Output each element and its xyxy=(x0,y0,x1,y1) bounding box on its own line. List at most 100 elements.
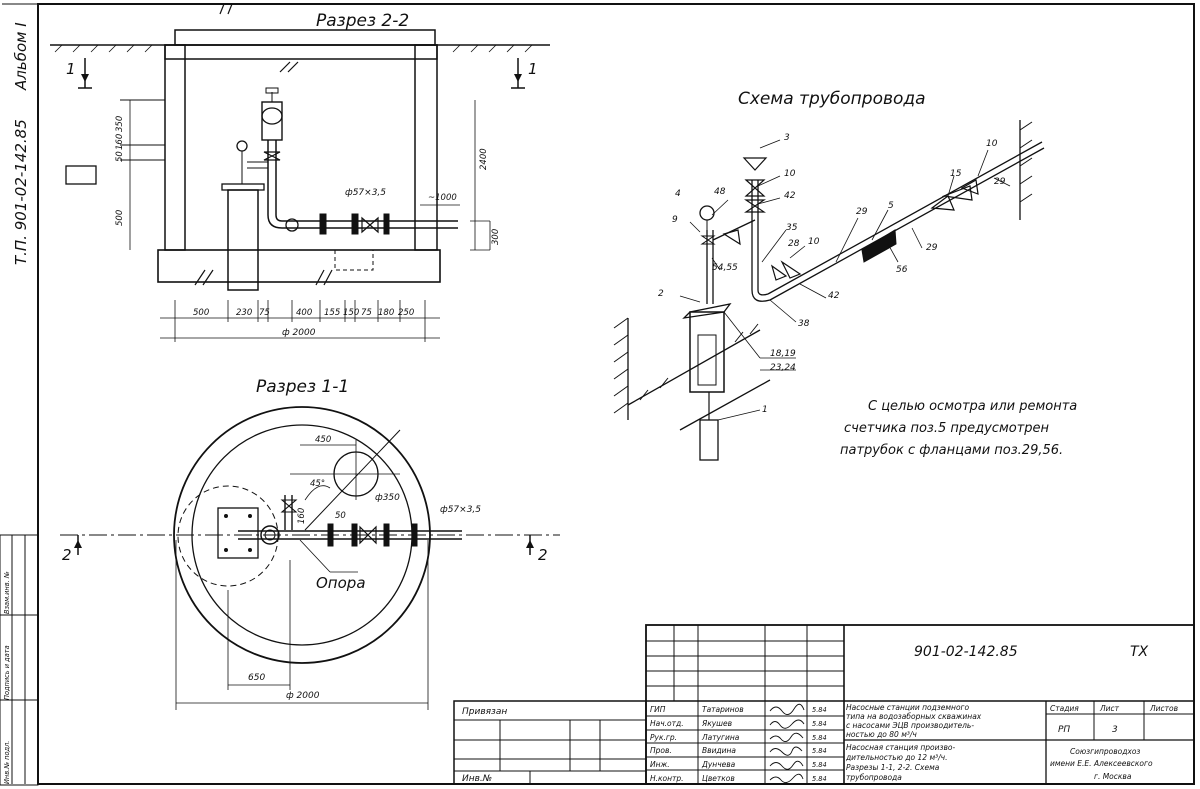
scheme-label-2: 2 xyxy=(658,289,664,299)
section-1-1: Разрез 1-1 xyxy=(60,377,560,710)
sheet-name: Насосная станция произво- дительностью д… xyxy=(845,743,955,782)
piping-scheme xyxy=(613,120,1045,461)
object-name: Насосные станции подземного типа на водо… xyxy=(846,703,982,739)
org-line-1: Союзгипроводхоз xyxy=(1070,747,1140,756)
scheme-label-9: 9 xyxy=(672,215,678,225)
title-block xyxy=(453,624,1195,785)
title-block-signatures xyxy=(769,703,805,783)
scheme-label-29b: 29 xyxy=(994,177,1006,187)
title-block-dates: 5.84 5.84 5.84 5.84 5.84 5.84 xyxy=(812,706,827,783)
scheme-label-3: 3 xyxy=(784,133,790,143)
dim-450: 450 xyxy=(315,435,331,445)
name-1: Татаринов xyxy=(702,705,744,714)
dim-vertical-350: 350 xyxy=(115,116,125,132)
sheet-label: Лист xyxy=(1099,704,1120,713)
date-6: 5.84 xyxy=(812,775,827,783)
title-block-names: Татаринов Якушев Латугина Ввидина Дунчев… xyxy=(701,705,744,783)
section-1-1-marker-left: 2 xyxy=(62,546,72,564)
scheme-label-1: 1 xyxy=(762,405,768,415)
dim-bottom-230: 230 xyxy=(236,308,252,318)
object-name-line-1: Насосные станции подземного xyxy=(846,703,969,712)
sheet-name-line-4: трубопровода xyxy=(846,773,902,782)
dim-vertical-160: 160 xyxy=(115,134,125,150)
inv-no-label: Инв.№ xyxy=(462,774,492,784)
section-2-2-marker-left: 1 xyxy=(66,60,76,78)
date-5: 5.84 xyxy=(812,761,827,769)
dim-vertical-500: 500 xyxy=(115,210,125,226)
scheme-label-35: 35 xyxy=(786,223,798,233)
object-name-line-2: типа на водозаборных скважинах xyxy=(846,712,982,721)
scheme-label-56: 56 xyxy=(896,265,908,275)
org-line-3: г. Москва xyxy=(1094,772,1132,781)
section-2-2-title: Разрез 2-2 xyxy=(316,11,409,31)
stage-value: РП xyxy=(1058,725,1070,735)
date-3: 5.84 xyxy=(812,734,827,742)
project-code-vertical: Т.П. 901-02-142.85 xyxy=(12,119,30,265)
date-2: 5.84 xyxy=(812,720,827,728)
dim-bottom-75a: 75 xyxy=(259,308,270,318)
scheme-label-4: 4 xyxy=(675,189,681,199)
sheet-name-line-3: Разрезы 1-1, 2-2. Схема xyxy=(846,763,940,772)
title-block-roles: ГИП Нач.отд. Рук.гр. Пров. Инж. Н.контр. xyxy=(650,705,684,783)
role-6: Н.контр. xyxy=(650,774,684,783)
side-stamp-cell-2: Подпись и дата xyxy=(3,645,11,700)
role-3: Рук.гр. xyxy=(650,733,677,742)
scheme-label-29a: 29 xyxy=(856,207,868,217)
angle-45: 45° xyxy=(310,479,325,489)
scheme-label-23-24: 23,24 xyxy=(770,363,796,373)
note-line-3: патрубок с фланцами поз.29,56. xyxy=(840,443,1063,458)
dim-bottom-180: 180 xyxy=(378,308,394,318)
dim-1000: ~1000 xyxy=(428,193,457,203)
privyazan-label: Привязан xyxy=(462,707,507,717)
sheet-value: 3 xyxy=(1112,725,1118,735)
scheme-label-10c: 10 xyxy=(986,139,998,149)
section-1-1-marker-right: 2 xyxy=(538,546,548,564)
object-name-line-4: ностью до 80 м³/ч xyxy=(846,730,917,739)
role-2: Нач.отд. xyxy=(650,719,684,728)
org-line-2: имени Е.Е. Алексеевского xyxy=(1050,759,1153,768)
dim-bottom-75b: 75 xyxy=(361,308,372,318)
scheme-label-48: 48 xyxy=(714,187,726,197)
scheme-label-29c: 29 xyxy=(926,243,938,253)
dim-bottom-150: 150 xyxy=(343,308,359,318)
section-2-2: Разрез 2-2 xyxy=(50,3,550,342)
scheme-label-42a: 42 xyxy=(784,191,796,201)
object-name-line-3: с насосами ЭЦВ производитель- xyxy=(846,721,974,730)
dim-vertical-2400: 2400 xyxy=(479,148,489,170)
dim-650: 650 xyxy=(248,673,265,683)
section-2-2-dim-total: ф 2000 xyxy=(282,328,316,338)
dim-vertical-300: 300 xyxy=(491,229,501,245)
scheme-label-18-19: 18,19 xyxy=(770,349,796,359)
scheme-label-10b: 10 xyxy=(808,237,820,247)
doc-mark: ТХ xyxy=(1130,644,1149,660)
dim-50: 50 xyxy=(335,511,346,521)
scheme-label-42b: 42 xyxy=(828,291,840,301)
dim-bottom-500: 500 xyxy=(193,308,209,318)
sheets-label: Листов xyxy=(1149,704,1178,713)
scheme-labels: 3 10 4 48 42 9 54,55 35 28 10 29 5 15 10… xyxy=(658,133,1006,415)
role-1: ГИП xyxy=(650,705,666,714)
name-4: Ввидина xyxy=(702,746,736,755)
sheet-name-line-1: Насосная станция произво- xyxy=(846,743,955,752)
scheme-label-5: 5 xyxy=(888,201,894,211)
note-line-2: счетчика поз.5 предусмотрен xyxy=(844,421,1050,436)
dim-350: ф350 xyxy=(375,493,400,503)
support-label: Опора xyxy=(316,574,366,592)
section-2-2-marker-right: 1 xyxy=(528,60,538,78)
scheme-label-10a: 10 xyxy=(784,169,796,179)
date-4: 5.84 xyxy=(812,747,827,755)
dim-vertical-50: 50 xyxy=(115,151,125,162)
dim-160: 160 xyxy=(297,508,307,524)
scheme-label-54-55: 54,55 xyxy=(712,263,738,273)
album-label: Альбом I xyxy=(12,22,30,91)
date-1: 5.84 xyxy=(812,706,827,714)
dim-bottom-400: 400 xyxy=(296,308,312,318)
section-1-1-title: Разрез 1-1 xyxy=(256,377,349,397)
section-2-2-pipe-label: ф57×3,5 xyxy=(345,188,386,198)
role-5: Инж. xyxy=(650,760,670,769)
stage-label: Стадия xyxy=(1050,704,1079,713)
scheme-title: Схема трубопровода xyxy=(738,89,926,109)
name-6: Цветков xyxy=(702,774,735,783)
side-stamp-cell-3: Взам.инв. № xyxy=(3,571,11,614)
